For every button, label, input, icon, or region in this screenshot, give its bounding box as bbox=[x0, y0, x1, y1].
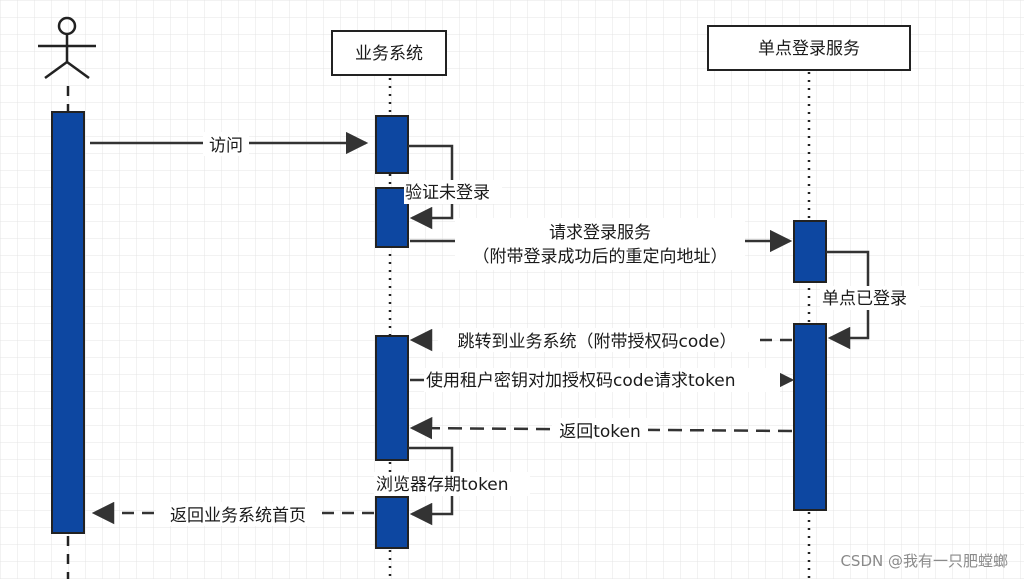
participant-sso-label: 单点登录服务 bbox=[758, 39, 860, 59]
participant-business-system: 业务系统 bbox=[331, 30, 447, 76]
message-return-token-arrow bbox=[409, 416, 793, 440]
message-request-sso-line2: （附带登录成功后的重定向地址） bbox=[473, 247, 728, 267]
message-exchange-label: 使用租户密钥对加授权码code请求token bbox=[426, 370, 736, 391]
activation-user bbox=[51, 111, 85, 534]
actor-user-icon bbox=[38, 16, 96, 80]
participant-sso-service: 单点登录服务 bbox=[707, 25, 911, 71]
activation-business-1 bbox=[375, 115, 409, 174]
message-return-home-label: 返回业务系统首页 bbox=[170, 506, 306, 526]
message-return-token-label: 返回token bbox=[559, 422, 641, 442]
participant-business-label: 业务系统 bbox=[355, 44, 423, 64]
message-redirect-label: 跳转到业务系统（附带授权码code） bbox=[458, 332, 737, 352]
message-store-token-label: 浏览器存期token bbox=[376, 475, 509, 495]
activation-business-4 bbox=[375, 496, 409, 549]
message-sso-logged-in-label: 单点已登录 bbox=[822, 289, 907, 309]
activation-sso-2 bbox=[793, 323, 827, 511]
watermark: CSDN @我有一只肥螳螂 bbox=[840, 552, 1008, 570]
activation-business-2 bbox=[375, 187, 409, 248]
activation-sso-1 bbox=[793, 220, 827, 283]
activation-business-3 bbox=[375, 335, 409, 461]
message-visit-label: 访问 bbox=[209, 136, 243, 156]
message-request-sso-line1: 请求登录服务 bbox=[549, 223, 651, 243]
message-verify-label: 验证未登录 bbox=[405, 183, 490, 203]
